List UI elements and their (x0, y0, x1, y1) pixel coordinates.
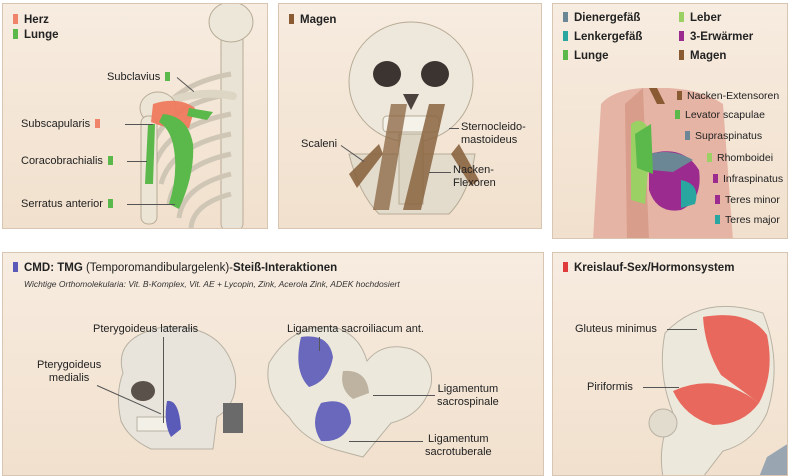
legend-item-dienergefaess: Dienergefäß (563, 11, 640, 26)
label-gluteus-minimus: Gluteus minimus (575, 323, 657, 336)
label-sternocleidomastoideus: Sternocleido-mastoideus (461, 121, 526, 147)
label-pterygoideus-lateralis: Pterygoideus lateralis (93, 323, 198, 336)
label-piriformis: Piriformis (587, 381, 633, 394)
legend-item-3-erwaermer: 3-Erwärmer (679, 30, 753, 45)
swatch-magen (289, 14, 294, 24)
label-teres-minor: Teres minor (715, 194, 780, 207)
leader-lig-sacro (319, 337, 320, 351)
kreislauf-accent-swatch (563, 262, 568, 272)
panel-rueckenmuskulatur: Dienergefäß Leber Lenkergefäß 3-Erwärmer… (552, 3, 788, 239)
legend-meridiane: Dienergefäß Leber Lenkergefäß 3-Erwärmer… (563, 11, 783, 64)
panel-herz-lunge: Herz Lunge Subclavius Subscapularis Cora… (2, 3, 268, 229)
label-rhomboidei: Rhomboidei (707, 152, 773, 165)
swatch-herz (13, 14, 18, 24)
legend-item-magen-back: Magen (679, 49, 726, 64)
panel-kreislauf-sex: Kreislauf-Sex/Hormonsystem Gluteus minim… (552, 252, 788, 476)
legend-item-lunge-back: Lunge (563, 49, 609, 64)
cmd-header: CMD: TMG (Temporomandibulargelenk)-Steiß… (13, 262, 337, 274)
leader-lig-spin (373, 395, 435, 396)
label-teres-major: Teres major (715, 214, 780, 227)
label-ligamenta-sacroiliacum: Ligamenta sacroiliacum ant. (287, 323, 424, 336)
leader-coracobrachialis (127, 161, 147, 162)
kreislauf-header: Kreislauf-Sex/Hormonsystem (563, 262, 734, 274)
leader-pter-lat (163, 337, 164, 423)
panel-cmd-tmg: CMD: TMG (Temporomandibulargelenk)-Steiß… (2, 252, 544, 476)
label-supraspinatus: Supraspinatus (685, 130, 762, 143)
hip-pelvis-illustration (553, 253, 788, 476)
label-subclavius: Subclavius (107, 71, 175, 84)
label-nacken-flexoren: Nacken-Flexoren (453, 164, 496, 190)
legend-magen: Magen (289, 13, 336, 28)
label-serratus: Serratus anterior (21, 198, 118, 211)
skull-neck-illustration (279, 4, 542, 229)
leader-nacken-flexoren (429, 172, 451, 173)
leader-sterno (449, 128, 459, 129)
legend-item-magen: Magen (289, 13, 336, 28)
leader-subscapularis (125, 124, 153, 125)
leader-lig-tub (349, 441, 423, 442)
label-nacken-extensoren: Nacken-Extensoren (677, 90, 779, 103)
legend-item-leber: Leber (679, 11, 721, 26)
leader-gluteus (667, 329, 697, 330)
panel-magen: Magen Sternocleido-mastoideus Scaleni Na… (278, 3, 542, 229)
cmd-subtitle: Wichtige Orthomolekularia: Vit. B-Komple… (24, 279, 400, 289)
label-infraspinatus: Infraspinatus (713, 173, 783, 186)
label-coracobrachialis: Coracobrachialis (21, 155, 118, 168)
leader-serratus (127, 204, 175, 205)
legend-herz-lunge: Herz Lunge (13, 13, 59, 43)
legend-item-lunge: Lunge (13, 28, 59, 43)
label-levator-scapulae: Levator scapulae (675, 109, 765, 122)
label-subscapularis: Subscapularis (21, 118, 105, 131)
label-scaleni: Scaleni (301, 138, 337, 151)
leader-piriformis (643, 387, 679, 388)
legend-item-herz: Herz (13, 13, 59, 28)
swatch-lunge (13, 29, 18, 39)
cmd-accent-swatch (13, 262, 18, 272)
legend-item-lenkergefaess: Lenkergefäß (563, 30, 642, 45)
